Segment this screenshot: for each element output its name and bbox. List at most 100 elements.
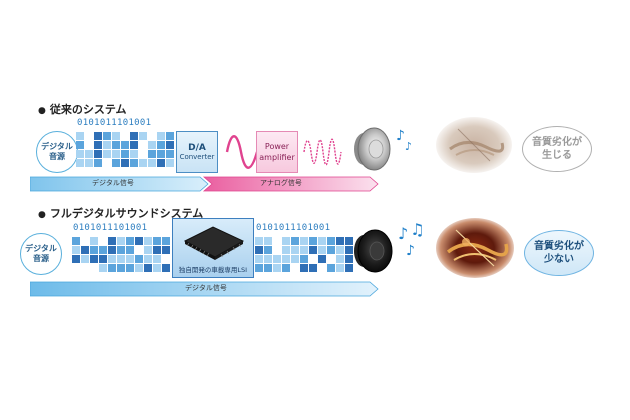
grid-cell	[90, 246, 98, 254]
section-title-conventional: ●従来のシステム	[38, 103, 127, 116]
grid-cell	[327, 255, 335, 263]
grid-cell	[99, 246, 107, 254]
grid-cell	[126, 246, 134, 254]
da-label: D/A	[188, 143, 206, 153]
grid-cell	[76, 132, 84, 140]
grid-cell	[135, 246, 143, 254]
grid-cell	[157, 132, 165, 140]
grid-cell	[264, 237, 272, 245]
result-degradation-occurs: 音質劣化が 生じる	[522, 126, 592, 172]
grid-cell	[85, 132, 93, 140]
grid-cell	[139, 159, 147, 167]
grid-cell	[94, 150, 102, 158]
lsi-chip-block: 独自開発の車載専用LSI	[172, 218, 254, 278]
result-line2: 生じる	[542, 150, 572, 161]
grid-cell	[157, 150, 165, 158]
grid-cell	[130, 141, 138, 149]
grid-cell	[291, 246, 299, 254]
grid-cell	[135, 255, 143, 263]
grid-cell	[300, 264, 308, 272]
grid-cell	[139, 141, 147, 149]
grid-cell	[273, 246, 281, 254]
grid-cell	[99, 264, 107, 272]
grid-cell	[148, 150, 156, 158]
bullet-icon: ●	[38, 210, 46, 220]
lsi-chip-icon	[183, 226, 245, 260]
binary-code-text: 0101011101001	[73, 223, 148, 233]
grid-cell	[139, 150, 147, 158]
grid-cell	[81, 237, 89, 245]
grid-cell	[126, 264, 134, 272]
analog-signal-bar	[202, 176, 379, 192]
grid-cell	[103, 159, 111, 167]
grid-cell	[103, 150, 111, 158]
analog-signal-label: アナログ信号	[260, 179, 302, 187]
grid-cell	[336, 246, 344, 254]
music-notes-icon: ♪♪	[396, 128, 412, 153]
grid-cell	[157, 141, 165, 149]
grid-cell	[139, 132, 147, 140]
grid-cell	[318, 246, 326, 254]
grid-cell	[94, 132, 102, 140]
digital-source-circle: デジタル 音源	[20, 233, 62, 275]
grid-cell	[85, 159, 93, 167]
source-label-line1: デジタル	[41, 142, 73, 151]
result-line2: 少ない	[544, 254, 574, 265]
da-converter-block: D/A Converter	[176, 131, 218, 173]
orchestra-photo-faded	[436, 117, 512, 173]
grid-cell	[300, 246, 308, 254]
grid-cell	[282, 264, 290, 272]
grid-cell	[121, 132, 129, 140]
grid-cell	[291, 255, 299, 263]
grid-cell	[108, 237, 116, 245]
grid-cell	[76, 150, 84, 158]
amplifier-label: amplifier	[259, 153, 295, 162]
binary-code-text: 0101011101001	[77, 118, 152, 128]
grid-cell	[345, 255, 353, 263]
grid-cell	[144, 246, 152, 254]
grid-cell	[148, 159, 156, 167]
source-label-line1: デジタル	[25, 244, 57, 253]
grid-cell	[255, 246, 263, 254]
grid-cell	[255, 255, 263, 263]
amplified-wave-icon	[303, 138, 342, 166]
grid-cell	[291, 237, 299, 245]
digital-data-grid	[72, 237, 170, 272]
grid-cell	[166, 141, 174, 149]
grid-cell	[76, 141, 84, 149]
grid-cell	[81, 255, 89, 263]
grid-cell	[112, 150, 120, 158]
source-label-line2: 音源	[33, 254, 49, 263]
grid-cell	[153, 237, 161, 245]
grid-cell	[345, 246, 353, 254]
grid-cell	[85, 141, 93, 149]
grid-cell	[112, 132, 120, 140]
grid-cell	[117, 246, 125, 254]
grid-cell	[76, 159, 84, 167]
grid-cell	[117, 255, 125, 263]
grid-cell	[345, 237, 353, 245]
grid-cell	[309, 264, 317, 272]
grid-cell	[121, 150, 129, 158]
result-line1: 音質劣化が	[534, 241, 584, 252]
grid-cell	[273, 237, 281, 245]
grid-cell	[153, 255, 161, 263]
bullet-icon: ●	[38, 106, 46, 116]
grid-cell	[112, 141, 120, 149]
grid-cell	[117, 237, 125, 245]
grid-cell	[90, 255, 98, 263]
grid-cell	[282, 237, 290, 245]
grid-cell	[309, 237, 317, 245]
grid-cell	[336, 255, 344, 263]
grid-cell	[336, 264, 344, 272]
result-line1: 音質劣化が	[532, 137, 582, 148]
grid-cell	[327, 264, 335, 272]
grid-cell	[282, 246, 290, 254]
result-low-degradation: 音質劣化が 少ない	[524, 230, 594, 276]
grid-cell	[264, 246, 272, 254]
grid-cell	[153, 264, 161, 272]
grid-cell	[162, 264, 170, 272]
signal-bars-row1	[30, 176, 379, 192]
analog-wave-icon	[225, 135, 259, 169]
grid-cell	[90, 264, 98, 272]
